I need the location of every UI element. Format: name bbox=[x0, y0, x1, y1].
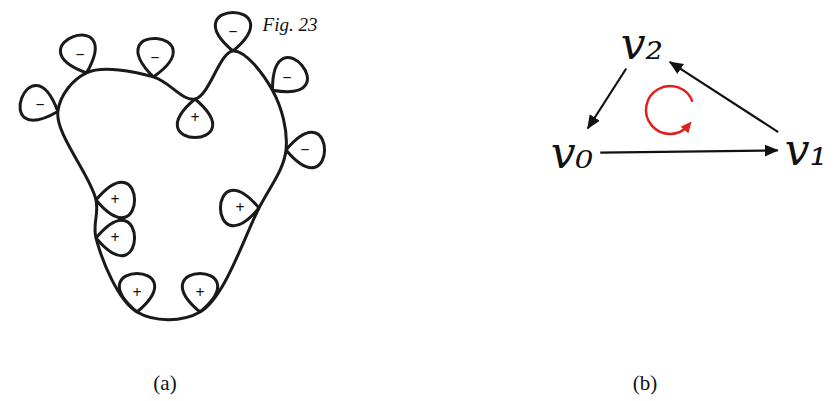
directed-edge bbox=[588, 69, 627, 129]
curve-loop bbox=[286, 132, 325, 167]
vertex-name: v₁ bbox=[785, 128, 828, 172]
loop-sign: − bbox=[282, 70, 291, 86]
main-curve bbox=[58, 51, 287, 320]
loop-sign: − bbox=[75, 47, 84, 63]
curve-loop bbox=[272, 58, 307, 92]
curve-loop bbox=[138, 38, 173, 77]
loop-sign: + bbox=[132, 285, 141, 301]
vertex-label: v₂ bbox=[617, 22, 668, 66]
vertex-name: v₀ bbox=[551, 131, 594, 175]
loop-sign: − bbox=[150, 50, 159, 66]
vertex-label: v₁ bbox=[781, 128, 832, 172]
curve-loop bbox=[60, 35, 95, 73]
curve-loop bbox=[96, 220, 135, 255]
loop-sign: − bbox=[35, 97, 44, 113]
loop-sign: − bbox=[228, 24, 237, 40]
loop-sign: + bbox=[110, 192, 119, 208]
loop-sign: + bbox=[110, 230, 119, 246]
directed-edge bbox=[670, 62, 778, 132]
loop-sign: + bbox=[190, 110, 199, 126]
curve-loop bbox=[96, 182, 135, 217]
vertex-name: v₂ bbox=[621, 22, 664, 66]
directed-edge bbox=[600, 150, 778, 152]
panel-caption: (a) bbox=[153, 371, 176, 396]
orientation-arrow bbox=[646, 86, 693, 134]
loop-sign: − bbox=[300, 142, 309, 158]
curve-loop bbox=[220, 190, 259, 225]
loop-sign: + bbox=[235, 200, 244, 216]
curve-loop bbox=[20, 85, 58, 120]
loop-sign: + bbox=[195, 285, 204, 301]
curve-loop bbox=[182, 273, 217, 312]
figure-number: Fig. 23 bbox=[263, 14, 318, 36]
panel-caption: (b) bbox=[633, 371, 658, 396]
loop-curve bbox=[20, 12, 325, 319]
curve-loop bbox=[215, 12, 250, 51]
curve-loop bbox=[119, 273, 154, 312]
curve-loop bbox=[177, 99, 212, 138]
vertex-label: v₀ bbox=[547, 131, 598, 175]
